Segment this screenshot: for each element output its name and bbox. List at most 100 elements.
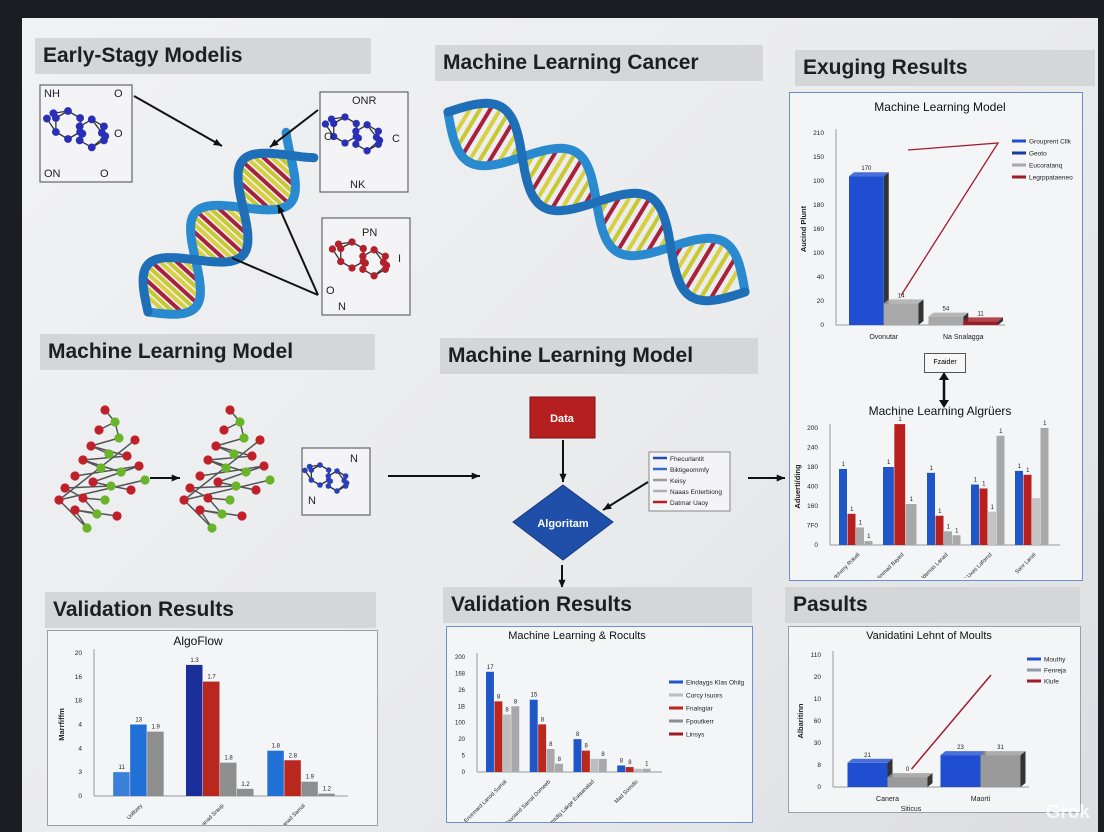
atom [112,511,122,521]
atom-label: N [350,453,358,465]
base-pair [189,220,236,262]
bar-side [1020,751,1026,787]
legend-label: Eucoratanq [1029,163,1063,170]
base-pair [529,147,560,194]
atom [352,127,360,135]
header-exuging-results: Exuging Results [795,50,1095,86]
atom [337,257,345,266]
base-pair [541,151,578,208]
arrow-box1-to-dna [133,95,223,147]
y-tick-label: 200 [807,425,818,432]
x-tick-label: Ovonutar [869,334,898,341]
arrow-box2-to-dna [269,109,319,148]
bar-top [940,751,986,756]
base-pair [162,256,202,293]
atom [308,477,315,483]
base-pair [549,156,585,212]
bar [1015,470,1023,545]
y-tick-label: 400 [807,484,818,491]
base-pair [245,155,295,202]
bar [928,316,964,325]
atom [51,128,60,136]
chart-ml-model: Machine Learning Model020401001601801001… [799,100,1073,341]
y-tick-label: 180 [813,202,824,209]
atom [110,417,120,427]
bar [590,758,599,772]
chart-title: Machine Learning & Rocults [508,630,646,642]
bar [1032,498,1040,545]
atom [126,485,136,495]
atom [325,483,332,489]
bar [237,788,254,796]
arrow-box3-to-dna [277,204,319,296]
atom [241,467,251,477]
atom [372,133,381,141]
base-pair [484,120,516,167]
base-pair [240,159,291,206]
bar [988,511,996,545]
y-tick-label: 100 [813,250,824,257]
bar-value-label: 8 [576,732,580,738]
atom [363,147,371,155]
bar-value-label: 1.8 [224,756,233,762]
atom [78,493,88,503]
selector-box[interactable]: Fzaider [924,353,966,373]
legend-label: Fpoutkerr [686,719,715,726]
base-pair [206,204,250,244]
atom [86,441,96,451]
bar-value-label: 1 [867,534,871,540]
dna-strand [443,98,750,306]
dna-helix-cancer [443,98,750,306]
bar [839,468,847,545]
bar-value-label: 1 [930,466,934,472]
algorithm-diamond [512,484,614,561]
bar [486,671,494,772]
y-tick-label: 20 [458,737,465,743]
bar-value-label: 1 [999,429,1003,435]
legend-label: Datmar Uaoy [670,500,709,507]
chart-ml-results: Machine Learning & Rocults05201001B26168… [440,630,745,832]
atom [195,505,205,515]
atom [334,468,340,474]
molecule-box2 [321,113,384,155]
atom-label: N [338,301,346,313]
y-tick-label: 180 [807,464,818,471]
chart-title: Machine Learning Algrüers [869,404,1012,418]
bar-value-label: 15 [531,693,538,699]
bond [217,465,265,483]
y-tick-label: 150 [813,154,824,161]
atom [211,441,221,451]
base-pair [189,227,229,264]
arrow-molecule-to-data-head [471,472,480,480]
bar [971,484,979,545]
base-pair [525,148,549,184]
atom [381,252,389,260]
chart-algoflow: AlgoFlow0344181620Marrfiffm11131.9Uolltz… [57,634,348,832]
header-ml-cancer: Machine Learning Cancer [435,45,763,81]
bar-side [998,317,1003,325]
bar [856,527,864,545]
flowchart: DataAlgoritamFhecurlantitBiktigeommfyKei… [512,396,731,588]
y-tick-label: 10 [814,696,822,703]
y-tick-label: 3 [78,769,82,776]
x-tick-label: Naturd Lanad Sraup [186,803,225,825]
atom [325,473,332,479]
legend-label: Corcy Isuors [686,693,723,700]
legend-label: Grouprent Cllk [1029,139,1072,146]
atom [64,135,72,143]
y-tick-label: 20 [75,650,83,657]
atom [207,523,217,533]
bond [215,437,245,447]
atom [75,122,84,131]
base-pair [236,171,280,211]
y-tick-label: 1B [458,704,465,710]
base-pair [155,257,202,300]
legend-label: Mouthy [1044,657,1066,664]
atom [134,461,144,471]
base-pair [236,178,272,212]
bar-top [928,312,969,317]
atom [116,467,126,477]
bar-value-label: 1 [850,507,854,513]
base-pair [141,275,185,315]
y-axis-label: Albaritinn [796,703,805,738]
